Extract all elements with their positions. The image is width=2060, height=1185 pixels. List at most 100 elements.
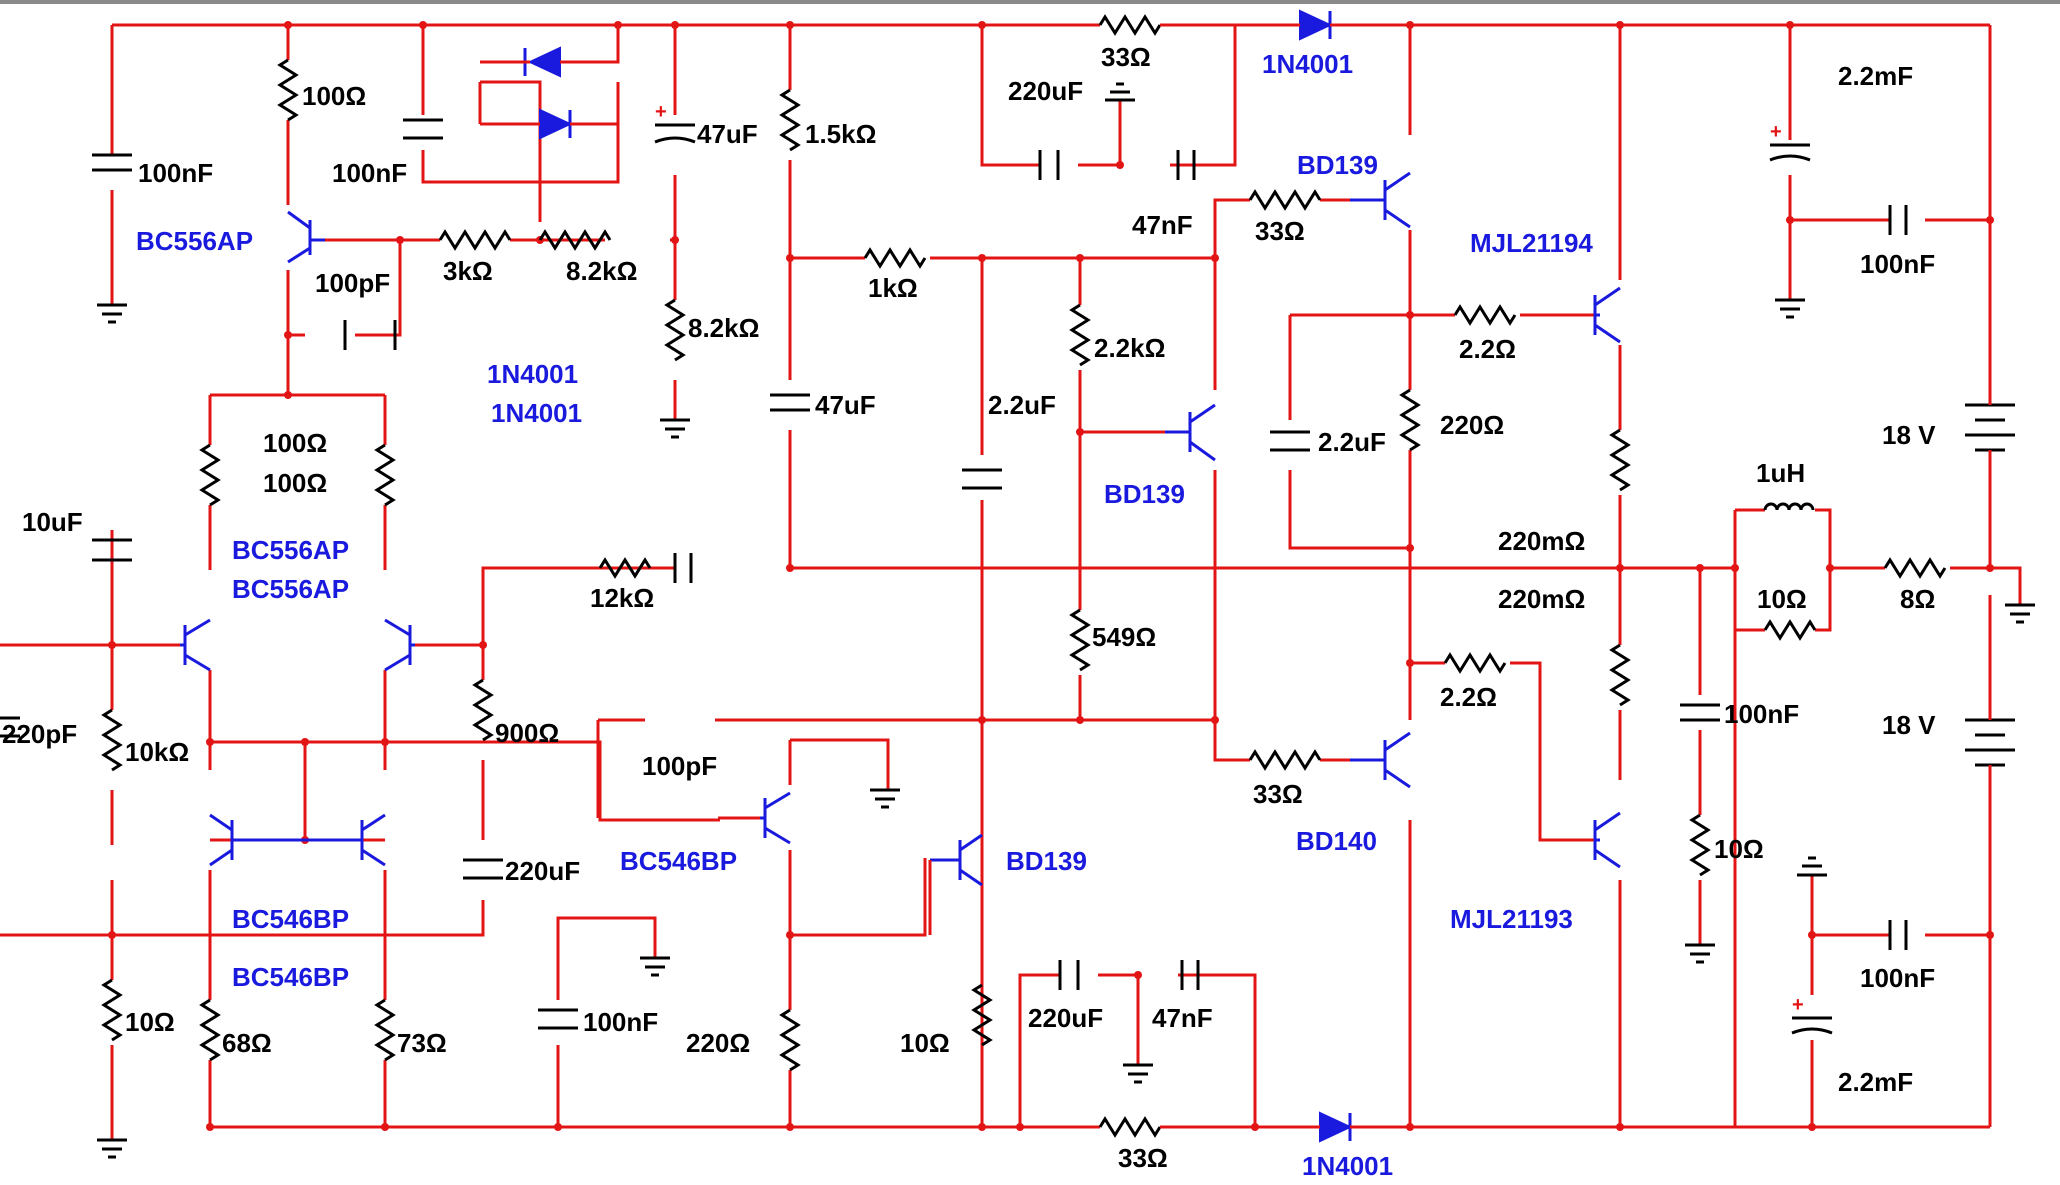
mirror-emitter-wire [208, 870, 387, 1127]
label-c-2u2-right: 2.2uF [1318, 427, 1386, 457]
bottom-filter-wire [1018, 973, 1257, 1127]
label-r-900: 900Ω [495, 718, 559, 748]
resistor-3k [438, 229, 512, 251]
mirror-wire [208, 670, 720, 842]
junction-dot [108, 641, 116, 649]
capacitor-47n-bot [1180, 960, 1200, 990]
label-r-8k2-v: 8.2kΩ [688, 313, 759, 343]
label-q-bd139-top: BD139 [1297, 150, 1378, 180]
junction-dot [206, 738, 214, 746]
junction-dot [1076, 428, 1084, 436]
grounds [97, 82, 2035, 1159]
label-q-bc546bp-pair-2: BC546BP [232, 962, 349, 992]
junction-dot [1786, 21, 1794, 29]
resistor-10k [101, 708, 123, 772]
label-d-top: 1N4001 [1262, 49, 1353, 79]
label-q-bc556ap-top: BC556AP [136, 226, 253, 256]
ground-symbol [2005, 603, 2035, 624]
junction-dot [1406, 311, 1414, 319]
label-c-2m2-bot: 2.2mF [1838, 1067, 1913, 1097]
label-r-33-low: 33Ω [1253, 779, 1303, 809]
junction-dot [1076, 254, 1084, 262]
label-r-3k: 3kΩ [443, 256, 493, 286]
resistor-2r2-bot [1443, 652, 1507, 674]
transistor-bd140 [1350, 731, 1411, 789]
label-c-100p-mid: 100pF [642, 751, 717, 781]
junction-dot [786, 1123, 794, 1131]
diode-pair-lower [539, 108, 573, 140]
resistor-549 [1069, 608, 1091, 672]
resistor-33-bot [1098, 1116, 1162, 1138]
label-q-bc546bp-pair-1: BC546BP [232, 904, 349, 934]
capacitor-100n-right-top [1888, 205, 1908, 235]
resistor-220 [1399, 388, 1421, 452]
driver-top-wire [1213, 25, 1595, 317]
transistor-bd139-top [1350, 171, 1411, 229]
transistor-mjl21194 [1593, 286, 1621, 344]
capacitor-47u-mid [770, 393, 810, 412]
resistor-220-bot [779, 1008, 801, 1072]
label-c-100n-right-bot: 100nF [1860, 963, 1935, 993]
label-c-100n-zobel: 100nF [1724, 699, 1799, 729]
label-r-220: 220Ω [1440, 410, 1504, 440]
vbe-transistor-wire [1213, 200, 1250, 762]
junction-dot [1986, 216, 1994, 224]
driver-couple-wire [1288, 313, 1412, 663]
resistor-100-top [277, 58, 299, 122]
label-c-2m2-top: 2.2mF [1838, 61, 1913, 91]
junction-dot [1406, 21, 1414, 29]
junction-dot [614, 21, 622, 29]
label-q-bc546bp-mid: BC546BP [620, 846, 737, 876]
label-r-1k5: 1.5kΩ [805, 119, 876, 149]
label-c-100n-left: 100nF [138, 158, 213, 188]
label-r-12k: 12kΩ [590, 583, 654, 613]
label-c-47u-top: 47uF [697, 119, 758, 149]
label-c-100n-right-top: 100nF [1860, 249, 1935, 279]
junction-dot [1406, 1123, 1414, 1131]
label-c-220p: 220pF [2, 719, 77, 749]
capacitor-100n-mid [403, 118, 443, 140]
label-r-73: 73Ω [397, 1028, 447, 1058]
label-r-100-pair-2: 100Ω [263, 468, 327, 498]
label-r-220-bot: 220Ω [686, 1028, 750, 1058]
resistor-33-mid [1248, 189, 1322, 211]
label-r-33-top: 33Ω [1101, 42, 1151, 72]
label-c-10u: 10uF [22, 507, 83, 537]
capacitor-220u-left [463, 858, 503, 880]
resistors [101, 14, 1947, 1138]
junction-dot [419, 21, 427, 29]
junction-dot [284, 331, 292, 339]
diode-pair-wire [421, 25, 620, 222]
capacitor-220u-top [1038, 150, 1060, 180]
junction-dot [978, 1123, 986, 1131]
resistor-33-low [1248, 749, 1322, 771]
diode-bot [1319, 1111, 1353, 1143]
label-c-47n-top: 47nF [1132, 210, 1193, 240]
battery-18v-bot [1965, 718, 2015, 767]
label-r-2r2-top: 2.2Ω [1459, 334, 1516, 364]
label-r-33-mid: 33Ω [1255, 216, 1305, 246]
junction-dot [284, 21, 292, 29]
junction-dot [1808, 1123, 1816, 1131]
resistor-900 [472, 678, 494, 742]
junction-dot [1211, 716, 1219, 724]
resistor-100-pair-right [374, 443, 396, 507]
transistor-bc546bp-right [305, 813, 386, 867]
junction-dot [978, 254, 986, 262]
label-r-2k2: 2.2kΩ [1094, 333, 1165, 363]
wires [0, 23, 2022, 1140]
label-r-100-top: 100Ω [302, 81, 366, 111]
capacitor-2m2-top [1769, 143, 1811, 162]
capacitor-10u [92, 538, 132, 562]
diode-top [1299, 9, 1333, 41]
capacitors [0, 118, 1908, 1035]
label-c-47n-bot: 47nF [1152, 1003, 1213, 1033]
transistor-bd139-mid [1165, 403, 1216, 462]
junction-dot [786, 931, 794, 939]
label-c-2m2-bot-plus: + [1792, 994, 1804, 1016]
junction-dot [1616, 21, 1624, 29]
junction-dot [284, 391, 292, 399]
label-r-220m-bot: 220mΩ [1498, 584, 1585, 614]
resistor-2k2 [1069, 303, 1091, 367]
